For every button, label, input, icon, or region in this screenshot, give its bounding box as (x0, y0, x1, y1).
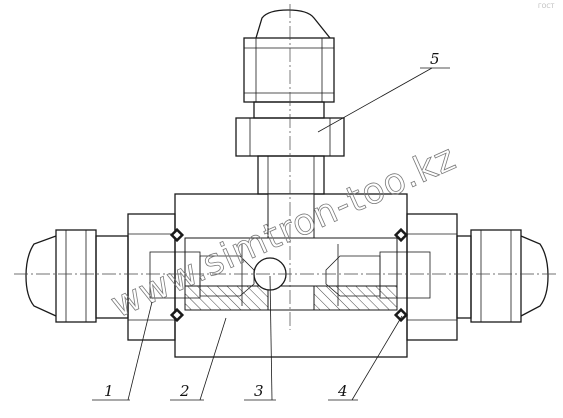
corner-mark: ГОСТ (538, 3, 555, 10)
callout-label-2: 2 (179, 382, 190, 400)
callout-label-5: 5 (430, 50, 440, 68)
callout-1: 1 (92, 301, 153, 401)
callout-label-3: 3 (254, 382, 264, 400)
housing-body (174, 193, 408, 358)
callout-label-1: 1 (104, 382, 114, 400)
o-rings (169, 227, 409, 323)
top-fitting (235, 9, 345, 195)
valve-seats (199, 244, 381, 306)
callout-2: 2 (170, 317, 227, 401)
callout-5: 5 (317, 50, 450, 133)
callout-4: 4 (328, 315, 403, 401)
callout-label-4: 4 (337, 382, 348, 400)
callout-3: 3 (244, 275, 276, 401)
left-fitting (25, 213, 201, 341)
right-fitting (379, 213, 549, 341)
